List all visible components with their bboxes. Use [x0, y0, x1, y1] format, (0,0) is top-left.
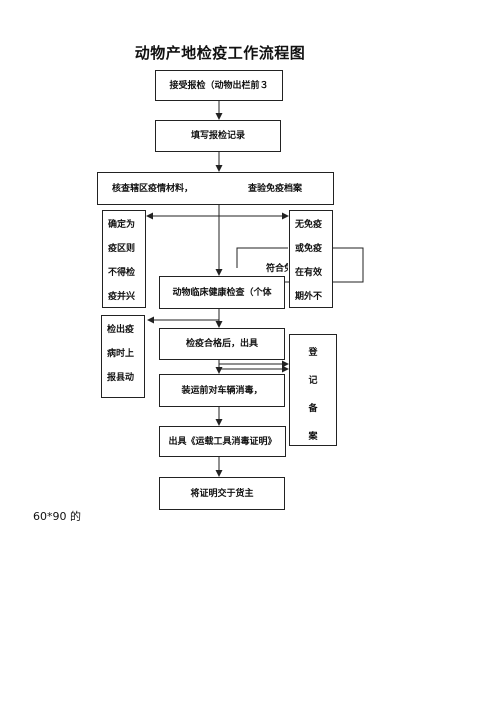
step-deliver: 将证明交于货主: [159, 477, 285, 510]
deliver-label: 将证明交于货主: [190, 488, 254, 499]
meets-bracket: [236, 247, 288, 268]
disinfect-label: 装运前对车辆消毒，: [181, 385, 263, 396]
issue-cert-label: 出具《运载工具消毒证明》: [168, 436, 277, 447]
no-immunity-line-2: 或免疫: [295, 244, 323, 254]
no-immunity-line-1: 无免疫: [295, 220, 323, 230]
meets-immunity-label: 符合免: [266, 264, 288, 274]
disease-found-line-2: 病时上: [107, 349, 135, 359]
register-char-1: 登: [308, 348, 318, 358]
disease-found-line-1: 检出疫: [107, 325, 135, 335]
register-char-3: 备: [308, 404, 318, 414]
step-no-immunity: 无免疫 或免疫 在有效 期外不: [289, 210, 333, 308]
step-fill-record-label: 填写报检记录: [190, 131, 245, 141]
step-check-immunity-label: 查验免疫档案: [248, 184, 303, 194]
step-register: 登 记 备 案: [289, 334, 337, 446]
step-check-materials-label: 核查辖区疫情材料，: [112, 184, 194, 194]
step-pass-issue: 检疫合格后，出具: [159, 328, 285, 360]
epidemic-zone-line-3: 不得检: [108, 268, 136, 278]
epidemic-zone-line-2: 疫区则: [108, 244, 136, 254]
register-char-2: 记: [308, 376, 318, 386]
step-epidemic-zone: 确定为 疫区则 不得检 疫并兴: [102, 210, 146, 308]
step-disinfect: 装运前对车辆消毒，: [159, 374, 285, 407]
footnote: 60*90 的: [33, 510, 81, 523]
step-clinical-check: 动物临床健康检查（个体: [159, 276, 285, 309]
step-issue-cert: 出具《运载工具消毒证明》: [159, 426, 286, 457]
step-disease-found: 检出疫 病时上 报县动: [101, 315, 145, 398]
epidemic-zone-line-4: 疫并兴: [108, 292, 136, 302]
disease-found-line-3: 报县动: [107, 373, 135, 383]
pass-issue-label: 检疫合格后，出具: [185, 339, 258, 349]
clinical-check-label: 动物临床健康检查（个体: [172, 287, 272, 298]
register-char-4: 案: [308, 432, 318, 442]
no-immunity-line-4: 期外不: [295, 292, 323, 302]
step-accept-label: 接受报检（动物出栏前３: [169, 80, 269, 91]
step-check-materials: 核查辖区疫情材料， 查验免疫档案: [97, 172, 334, 205]
no-immunity-line-3: 在有效: [295, 268, 323, 278]
diagram-title: 动物产地检疫工作流程图: [134, 44, 306, 62]
step-accept-report: 接受报检（动物出栏前３: [155, 70, 283, 101]
step-fill-record: 填写报检记录: [155, 120, 281, 152]
epidemic-zone-line-1: 确定为: [108, 220, 136, 230]
